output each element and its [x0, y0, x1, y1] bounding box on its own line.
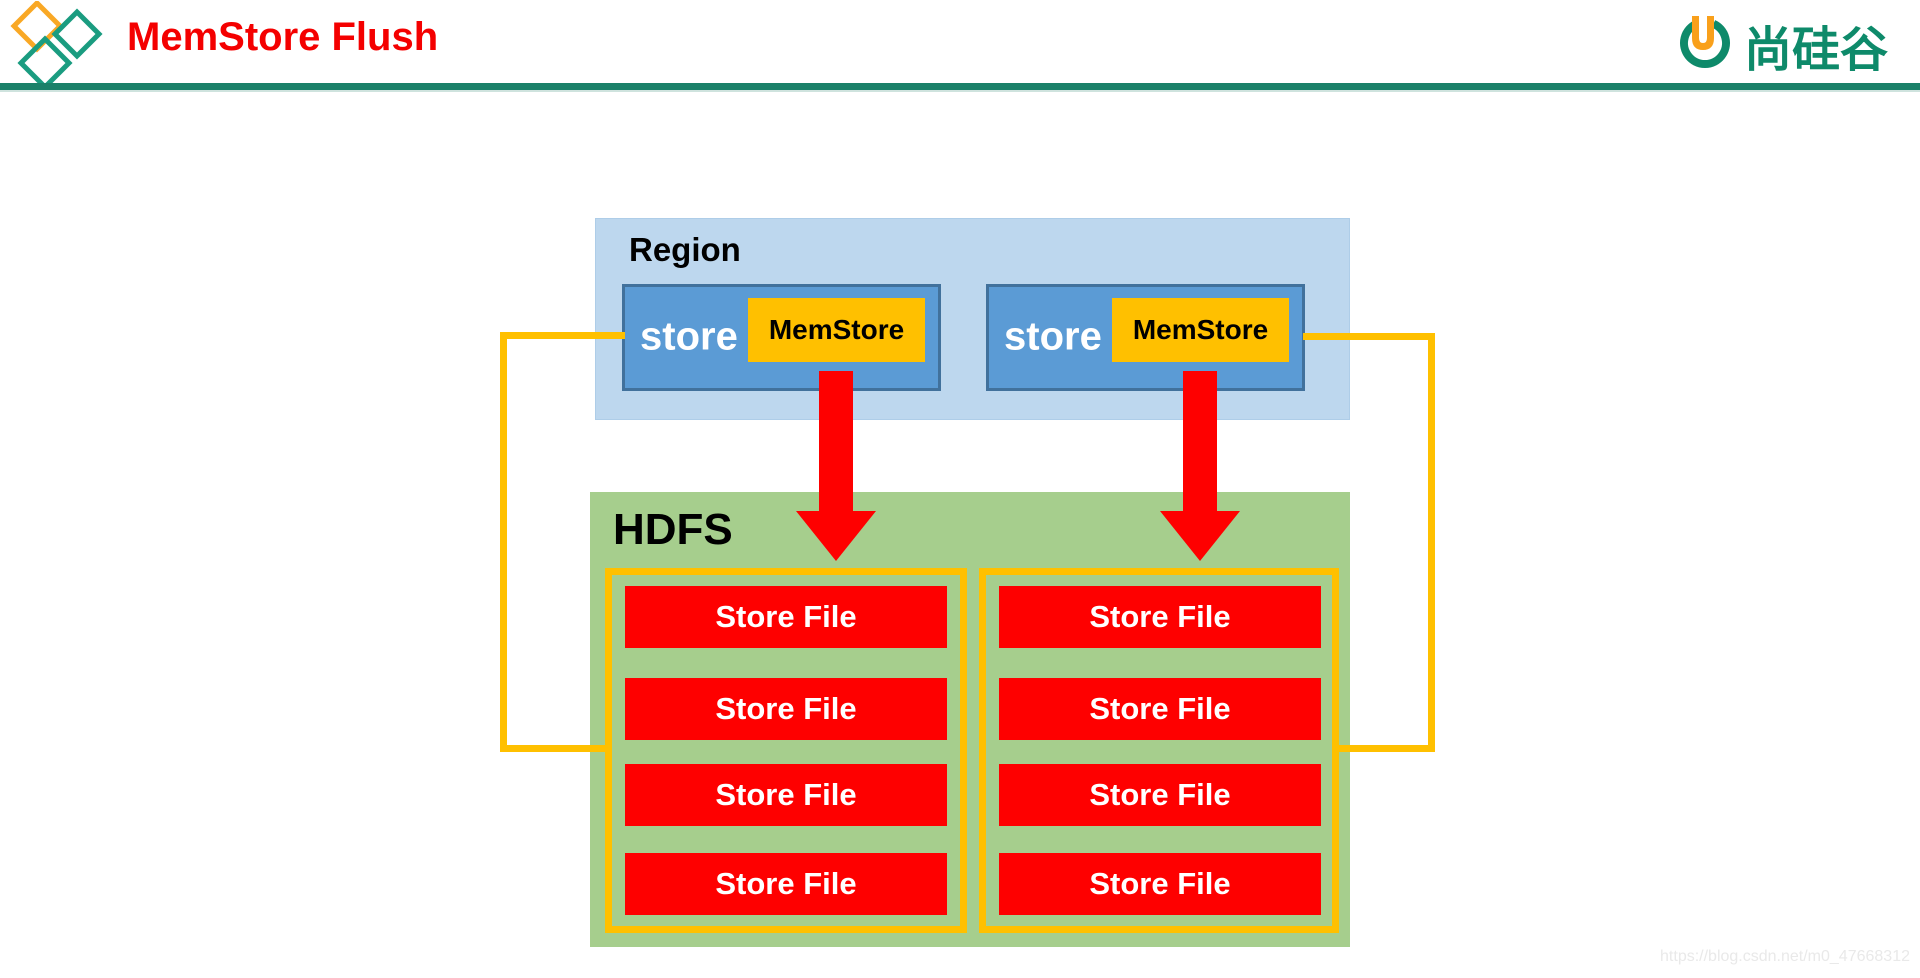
store-file-bar: Store File [999, 678, 1321, 740]
shangguigu-logo: 尚硅谷 [1672, 6, 1912, 77]
watermark-text: https://blog.csdn.net/m0_47668312 [1660, 948, 1910, 965]
diamonds-logo-icon [10, 1, 103, 91]
connector-left-bottom-segment [500, 745, 612, 752]
store-file-bar: Store File [999, 853, 1321, 915]
store-file-group-left: Store File Store File Store File Store F… [605, 568, 967, 933]
store-file-bar: Store File [999, 586, 1321, 648]
store-label: store [640, 314, 738, 359]
store-label: store [1004, 314, 1102, 359]
connector-right-top-segment [1303, 333, 1435, 340]
store-file-bar: Store File [625, 764, 947, 826]
connector-left-top-segment [500, 332, 625, 339]
connector-left-vertical-segment [500, 332, 507, 752]
store-box-right: store MemStore [986, 284, 1305, 391]
store-box-left: store MemStore [622, 284, 941, 391]
hdfs-label: HDFS [613, 505, 733, 554]
header-divider [0, 83, 1920, 92]
connector-right-vertical-segment [1428, 333, 1435, 752]
store-file-bar: Store File [999, 764, 1321, 826]
down-arrow-icon [796, 371, 876, 561]
store-file-bar: Store File [625, 853, 947, 915]
brand-u-icon [1680, 16, 1730, 68]
memstore-box: MemStore [748, 298, 925, 362]
page-title: MemStore Flush [127, 15, 439, 59]
connector-right-bottom-segment [1336, 745, 1435, 752]
store-file-group-right: Store File Store File Store File Store F… [979, 568, 1339, 933]
down-arrow-icon [1160, 371, 1240, 561]
store-file-bar: Store File [625, 586, 947, 648]
brand-name: 尚硅谷 [1744, 24, 1889, 77]
store-file-bar: Store File [625, 678, 947, 740]
region-label: Region [629, 231, 741, 268]
memstore-box: MemStore [1112, 298, 1289, 362]
